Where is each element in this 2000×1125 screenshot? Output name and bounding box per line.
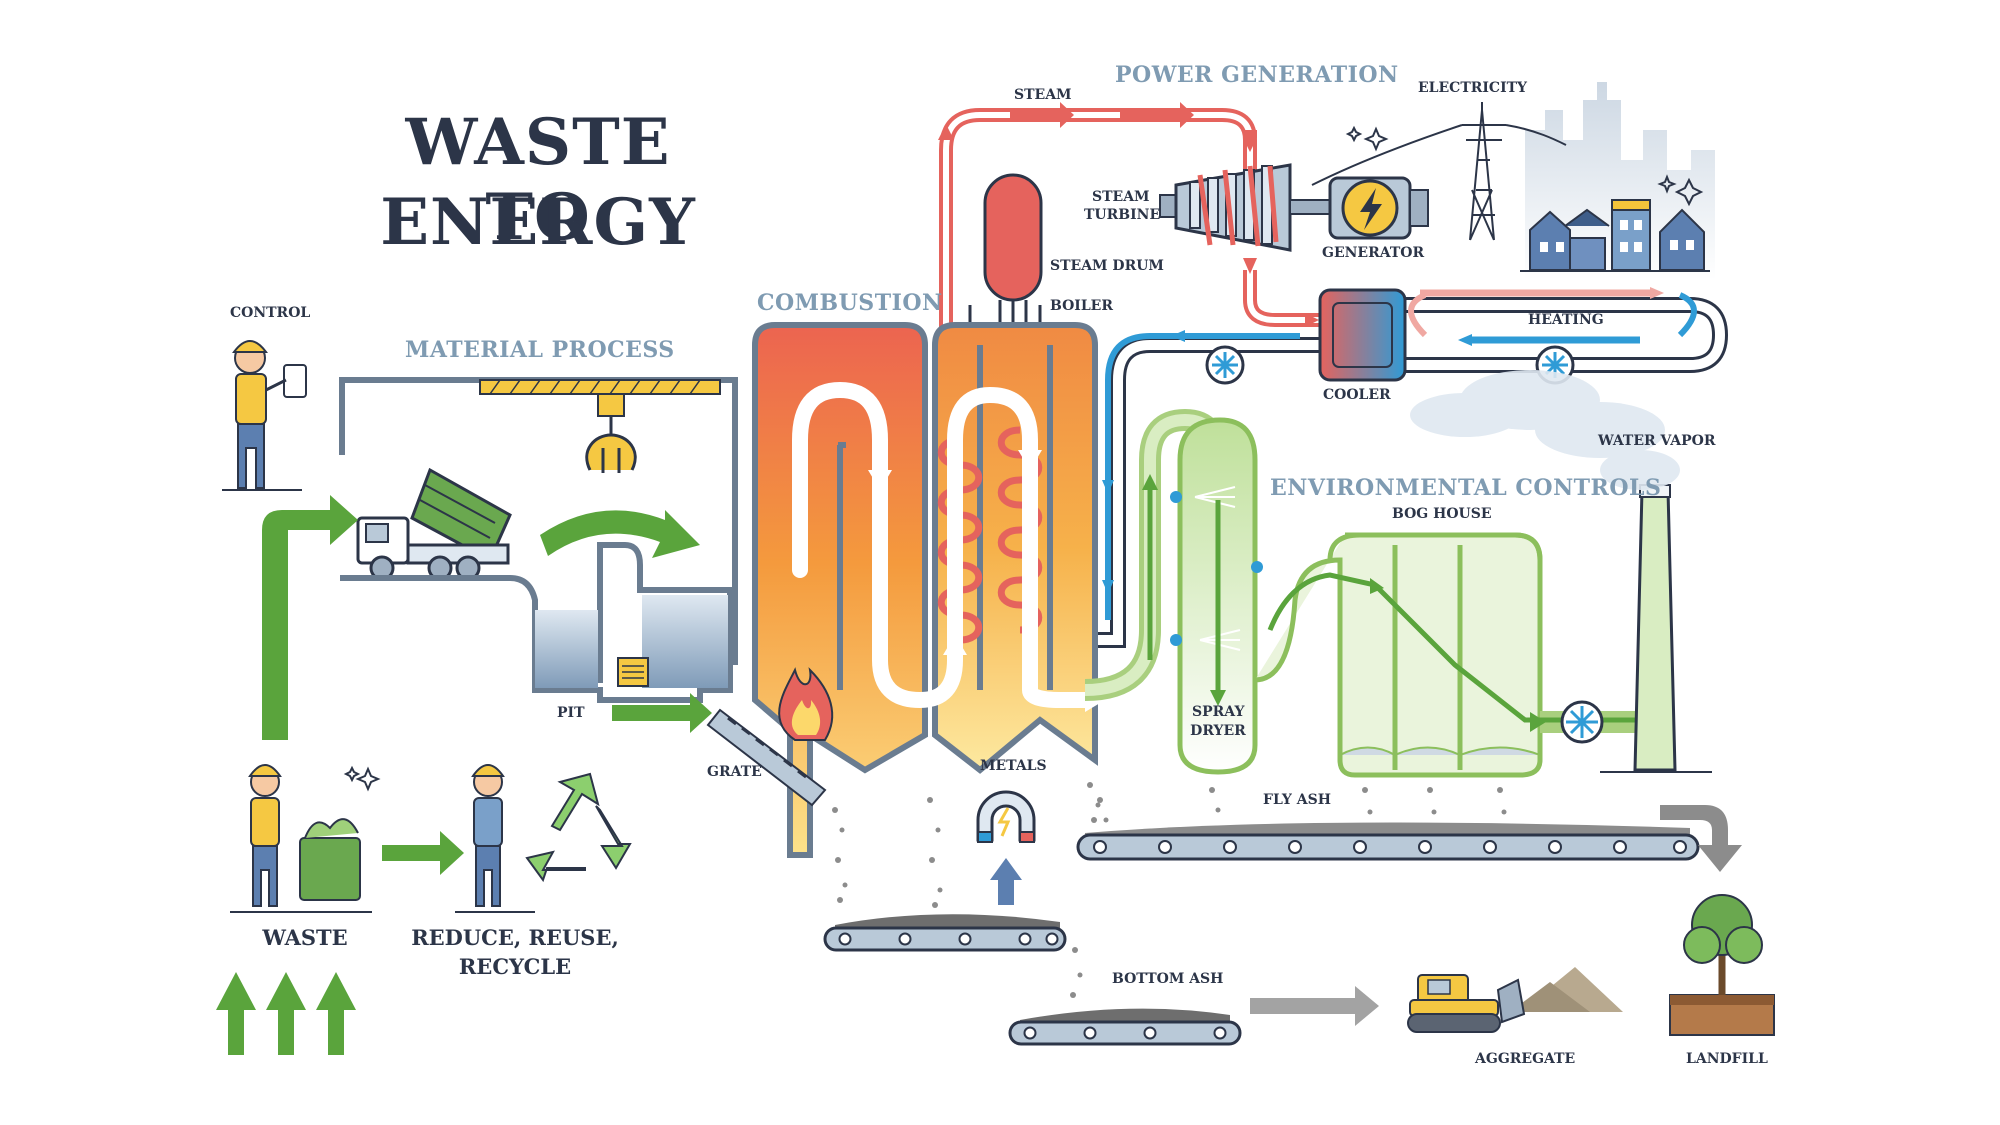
label-fly-ash: FLY ASH <box>1263 792 1331 808</box>
grate <box>706 708 827 807</box>
section-title-material-process: MATERIAL PROCESS <box>405 337 675 363</box>
big-green-arrow <box>262 495 358 740</box>
crane-claw-icon <box>585 393 637 473</box>
label-spray-dryer-1: SPRAY <box>1192 704 1245 720</box>
label-grate: GRATE <box>707 764 762 780</box>
label-cooler: COOLER <box>1323 387 1391 403</box>
up-arrows-icon <box>216 972 356 1055</box>
tree-icon <box>1669 894 1775 1036</box>
page-title-line2: ENERGY <box>380 185 696 260</box>
label-boiler: BOILER <box>1050 298 1113 314</box>
cooling-pipe <box>1080 333 1325 648</box>
magnet-icon <box>976 790 1036 905</box>
label-bog-house: BOG HOUSE <box>1392 506 1492 522</box>
heating-loop <box>1375 289 1729 373</box>
cooling-flow-arrows <box>1102 330 1185 594</box>
label-aggregate: AGGREGATE <box>1475 1051 1576 1067</box>
ash-to-aggregate-arrow <box>1250 986 1379 1026</box>
bottom-ash-conveyor-top <box>823 914 1067 952</box>
generator-icon <box>1328 176 1429 240</box>
label-pit: PIT <box>557 705 585 721</box>
electricity-pylon-icon <box>1311 102 1567 241</box>
flue-gas-flow <box>792 381 1093 709</box>
label-steam-turbine-2: TURBINE <box>1084 207 1161 223</box>
cooler-unit <box>1318 288 1407 382</box>
label-steam-drum: STEAM DRUM <box>1050 258 1164 274</box>
waste-pit <box>340 542 733 703</box>
recycle-icon <box>525 772 632 883</box>
label-recycle: RECYCLE <box>458 954 572 979</box>
material-flow-arrows <box>540 510 712 733</box>
label-water-vapor: WATER VAPOR <box>1598 433 1716 449</box>
label-electricity: ELECTRICITY <box>1418 80 1528 96</box>
label-reduce-reuse: REDUCE, REUSE, <box>411 925 619 950</box>
sparkle-icon <box>1345 125 1704 207</box>
water-vapor-cloud <box>1410 370 1680 490</box>
label-waste: WASTE <box>262 925 348 950</box>
label-heating: HEATING <box>1528 312 1604 328</box>
recycle-arrow <box>382 831 464 875</box>
label-landfill: LANDFILL <box>1686 1051 1768 1067</box>
label-steam: STEAM <box>1014 87 1072 103</box>
fly-ash-conveyor <box>1076 805 1742 872</box>
label-generator: GENERATOR <box>1322 245 1425 261</box>
env-flow-arrows <box>1147 480 1653 723</box>
page-title-line1: WASTE TO <box>405 105 671 255</box>
fan-icon <box>1560 700 1604 744</box>
section-title-environmental-controls: ENVIRONMENTAL CONTROLS <box>1270 475 1662 501</box>
steam-turbine-icon <box>1159 163 1331 252</box>
garbage-truck-icon <box>356 467 512 581</box>
control-operator-icon <box>222 340 307 491</box>
label-control: CONTROL <box>230 305 311 321</box>
bottom-ash-conveyor <box>1008 1008 1242 1046</box>
flame-icon <box>778 667 834 741</box>
waste-worker-icon <box>230 764 372 913</box>
houses-icon <box>1520 199 1710 272</box>
bog-house <box>1254 532 1660 778</box>
recycle-worker-icon <box>455 764 535 913</box>
heating-flow-arrows <box>1458 287 1664 346</box>
bottom-ash-fall <box>832 782 1101 998</box>
bulldozer-icon <box>1407 967 1623 1033</box>
label-metals: METALS <box>980 758 1047 774</box>
section-title-power-generation: POWER GENERATION <box>1115 62 1399 88</box>
sparkle-icon <box>343 765 381 792</box>
section-title-combustion: COMBUSTION <box>757 290 943 316</box>
label-spray-dryer-2: DRYER <box>1190 723 1246 739</box>
label-bottom-ash: BOTTOM ASH <box>1112 971 1224 987</box>
label-steam-turbine-1: STEAM <box>1092 189 1150 205</box>
steam-flow-arrows <box>938 102 1319 327</box>
crane-beam <box>479 379 721 395</box>
